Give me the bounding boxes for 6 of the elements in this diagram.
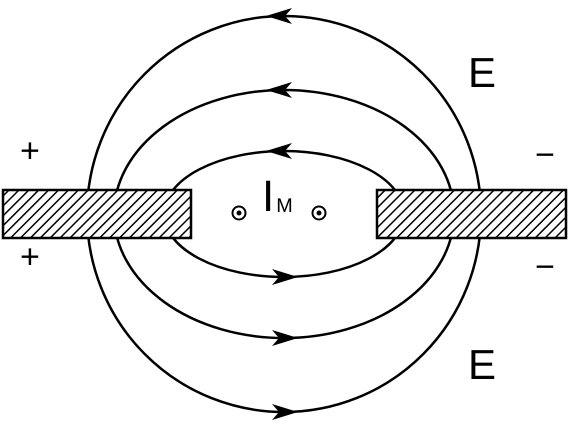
field-label: E bbox=[468, 344, 496, 386]
polarity-sign: + bbox=[20, 240, 40, 274]
polarity-sign: + bbox=[20, 134, 40, 168]
polarity-sign: − bbox=[535, 138, 555, 172]
field-label: E bbox=[468, 52, 496, 94]
polarity-sign: − bbox=[535, 250, 555, 284]
